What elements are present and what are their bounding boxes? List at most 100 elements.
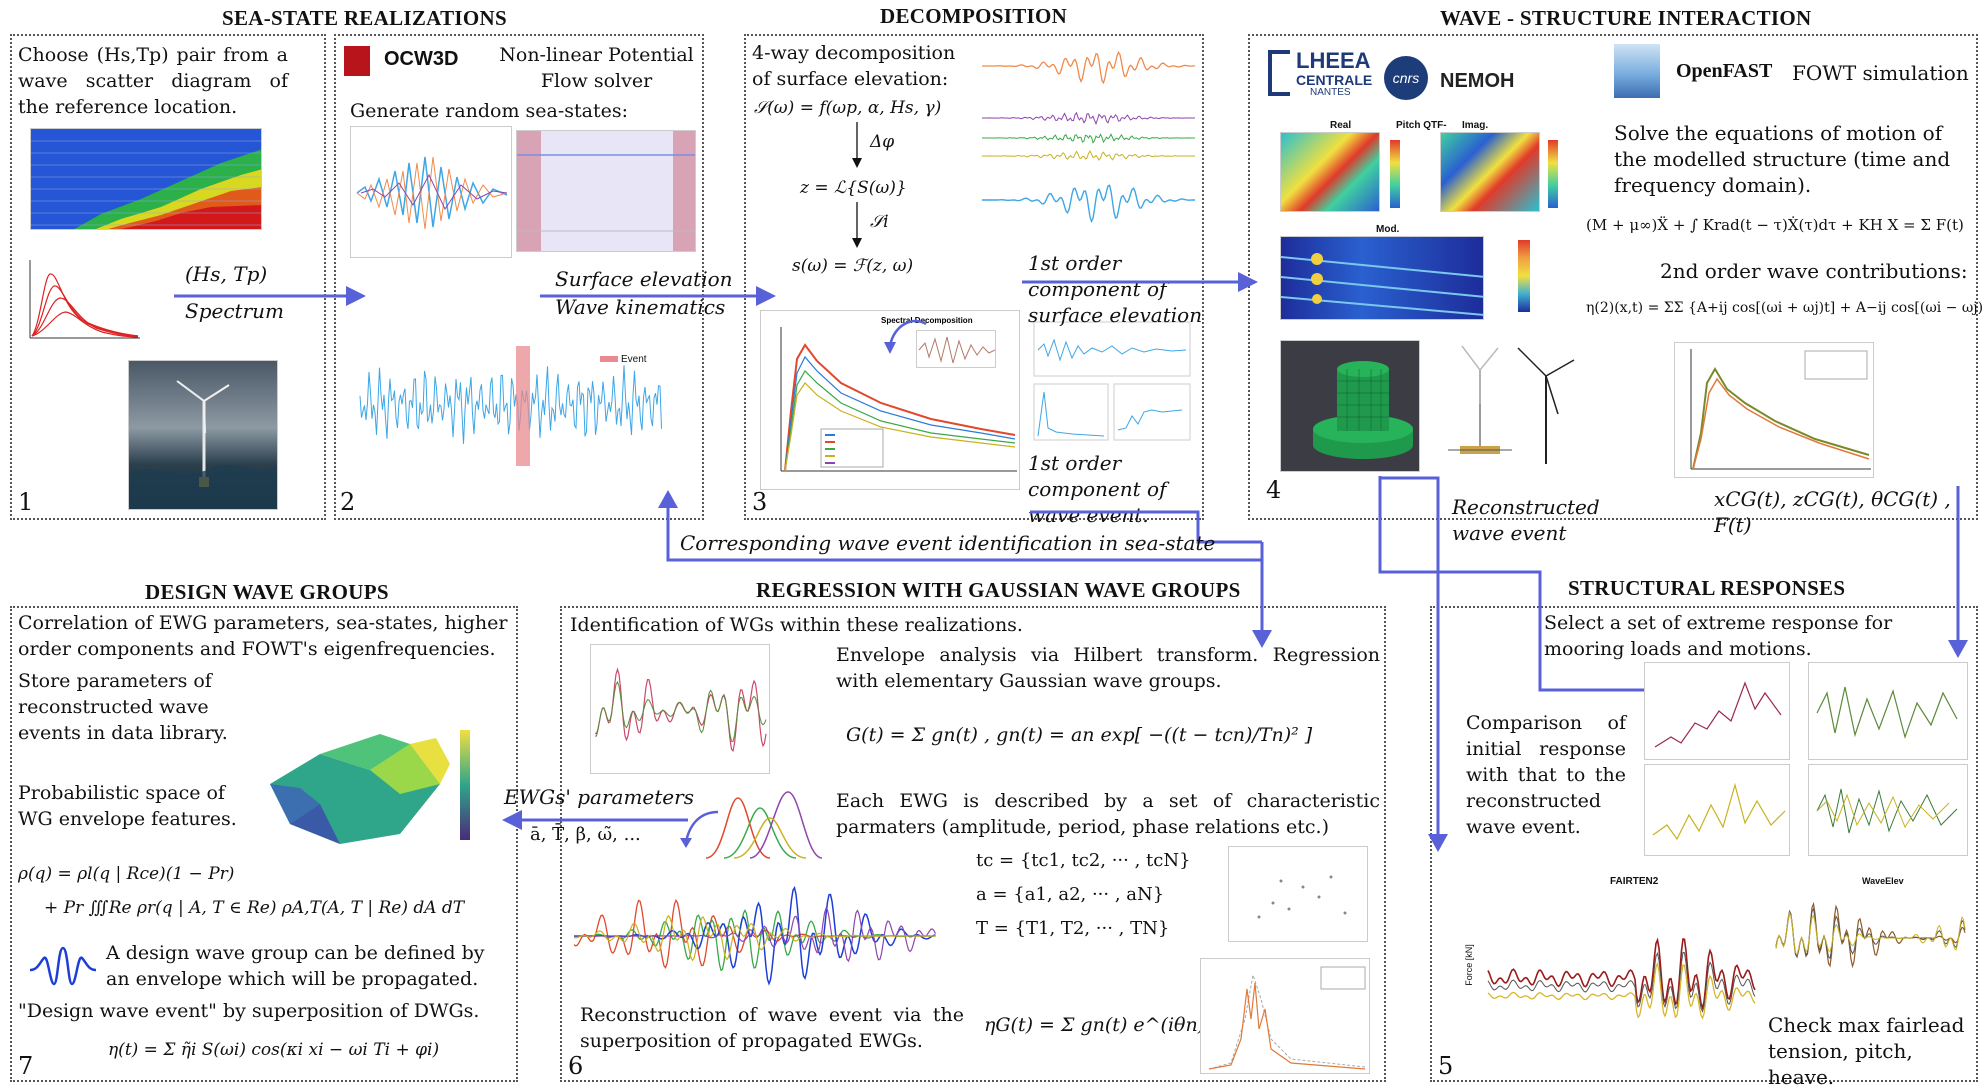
second-order-eq: η(2)(x,t) = ΣΣ {A+ij cos[(ωi + ωj)t] + A…	[1586, 300, 1982, 316]
wave-trace	[1775, 901, 1966, 969]
hull-mesh	[1280, 340, 1420, 472]
arrow-1-2	[174, 286, 366, 306]
qtf-mod	[1280, 236, 1484, 320]
qtf-colorbar-2	[1548, 140, 1558, 208]
decomp-arrow-2	[852, 202, 862, 248]
box-2	[334, 34, 704, 520]
curved-arrow-params	[680, 810, 719, 848]
box-1	[10, 34, 326, 520]
a-set: a = {a1, a2, ··· , aN}	[976, 884, 1165, 905]
openfast-spectrum	[1674, 342, 1874, 478]
box-6-number: 6	[568, 1052, 584, 1080]
gaussian-envelopes	[704, 788, 824, 860]
wave-trace	[982, 50, 1195, 85]
box-3-number: 3	[752, 488, 768, 516]
openfast-logo	[1614, 44, 1660, 98]
decomp-arrow-1	[852, 122, 862, 168]
surface-elevation-label: Surface elevation	[555, 267, 733, 291]
fairten2-title: FAIRTEN2	[1610, 876, 1659, 887]
wave-elev-title: WaveElev	[1862, 876, 1904, 886]
qtf-imag-title: Imag.	[1462, 120, 1489, 131]
response-pitch	[1808, 662, 1968, 760]
nantes-label: NANTES	[1310, 87, 1351, 98]
decomp-eq2: z = ℒ{S(ω)}	[800, 178, 907, 198]
centrale-label: CENTRALE	[1296, 72, 1373, 88]
wave-kinematics-label: Wave kinematics	[555, 295, 726, 319]
qtf-imag	[1440, 132, 1540, 212]
fairten2-ylabel: Force [kN]	[1463, 944, 1474, 986]
wave-trace	[594, 667, 767, 753]
prob-text: Probabilistic space of WG envelope featu…	[18, 782, 237, 830]
fowt-label: FOWT simulation	[1792, 61, 1969, 85]
surface-elevation-timeseries	[350, 344, 670, 464]
wave-trace	[1487, 937, 1756, 1011]
lheea-logo-mark	[1268, 50, 1290, 96]
decomp-eq1: 𝒮(ω) = f(ωp, α, Hs, γ)	[754, 98, 942, 118]
wave-trace	[1487, 951, 1756, 1013]
solve-text: Solve the equations of motion of the mod…	[1614, 121, 1951, 197]
envelope-surface-plot	[250, 724, 480, 874]
event-window	[516, 346, 530, 466]
solver-label: Non-linear Potential Flow solver	[499, 44, 694, 92]
wave-elev-plot	[1770, 868, 1970, 1006]
store-text: Store parameters of reconstructed wave e…	[18, 670, 228, 744]
rho-eq-1: ρ(q) = ρl(q | Rce)(1 − Pr)	[18, 864, 235, 884]
wave-trace	[982, 150, 1195, 161]
first-order-plots	[1032, 320, 1192, 444]
qtf-colorbar-1	[1390, 140, 1400, 208]
domain-plot	[516, 130, 696, 252]
qtf-real	[1280, 132, 1380, 212]
dwg-definition: A design wave group can be defined by an…	[106, 942, 485, 990]
correlation-text: Correlation of EWG parameters, sea-state…	[18, 612, 508, 660]
arrow-1-2-label: Spectrum	[185, 299, 284, 323]
spectrum-plot	[22, 256, 142, 346]
turbine-sketch	[1448, 345, 1575, 464]
identification-text: Identification of WGs within these reali…	[570, 614, 1023, 636]
ewg-params-label: EWGs' parameters	[504, 785, 694, 809]
sea-state-intro: Choose (Hs,Tp) pair from a wave scatter …	[18, 44, 288, 118]
corresponding-event-label: Corresponding wave event identification …	[680, 531, 1216, 555]
qtf-real-title: Real	[1330, 120, 1352, 131]
curved-arrow-spec	[884, 319, 927, 354]
design-title: DESIGN WAVE GROUPS	[145, 580, 389, 604]
wave-trace	[574, 908, 936, 972]
box-6	[560, 606, 1386, 1082]
wave-trace	[982, 133, 1195, 144]
kinematics-plot	[350, 126, 512, 258]
fairten2-plot	[1464, 868, 1760, 1076]
wave-group-icon	[29, 946, 97, 986]
etaG-equation: ηG(t) = Σ gn(t) e^(iθn)	[984, 1014, 1206, 1036]
spectral-decomposition-title: Spectral Decomposition	[881, 316, 973, 325]
decomposition-title: DECOMPOSITION	[880, 4, 1068, 28]
wsi-title: WAVE - STRUCTURE INTERACTION	[1440, 6, 1812, 30]
box-2-number: 2	[340, 488, 356, 516]
wave-trace	[594, 680, 767, 743]
wave-trace	[1775, 907, 1966, 960]
tc-set: tc = {tc1, tc2, ··· , tcN}	[976, 850, 1191, 871]
gaussian-groups-plot	[570, 856, 940, 992]
wave-trace	[574, 907, 937, 963]
time-window-inset	[916, 330, 996, 368]
gt-equation: G(t) = Σ gn(t) , gn(t) = an exp[ −((t − …	[846, 724, 1313, 746]
wave-trace	[982, 111, 1195, 126]
ewg-description: Each EWG is described by a set of charac…	[836, 790, 1380, 838]
outputs-label: xCG(t), zCG(t), θCG(t) , F(t)	[1714, 487, 1951, 537]
box-5	[1430, 606, 1978, 1082]
responses-title: STRUCTURAL RESPONSES	[1568, 576, 1846, 600]
wave-trace	[1487, 961, 1756, 1020]
arrow-1-2-math: (Hs, Tp)	[185, 262, 268, 286]
reconstruction-text: Reconstruction of wave event via the sup…	[580, 1004, 964, 1052]
qtf-mod-title: Mod.	[1376, 224, 1400, 235]
dtu-logo	[344, 46, 370, 76]
ocw3d-label: OCW3D	[384, 48, 459, 70]
box-5-number: 5	[1438, 1052, 1454, 1080]
design-eta-eq: η(t) = Σ η̃i S(ωi) cos(κi xi − ωi Ti + φ…	[108, 1040, 440, 1060]
response-fairlead	[1644, 764, 1790, 856]
generate-label: Generate random sea-states:	[350, 100, 629, 122]
offshore-turbine-photo	[128, 360, 278, 510]
envelope-text: Envelope analysis via Hilbert transform.…	[836, 644, 1380, 692]
check-text: Check max fairlead tension, pitch, heave…	[1768, 1013, 1965, 1089]
openfast-label: OpenFAST	[1676, 60, 1773, 82]
box-4	[1248, 34, 1978, 520]
arrow-2-3	[540, 286, 776, 306]
